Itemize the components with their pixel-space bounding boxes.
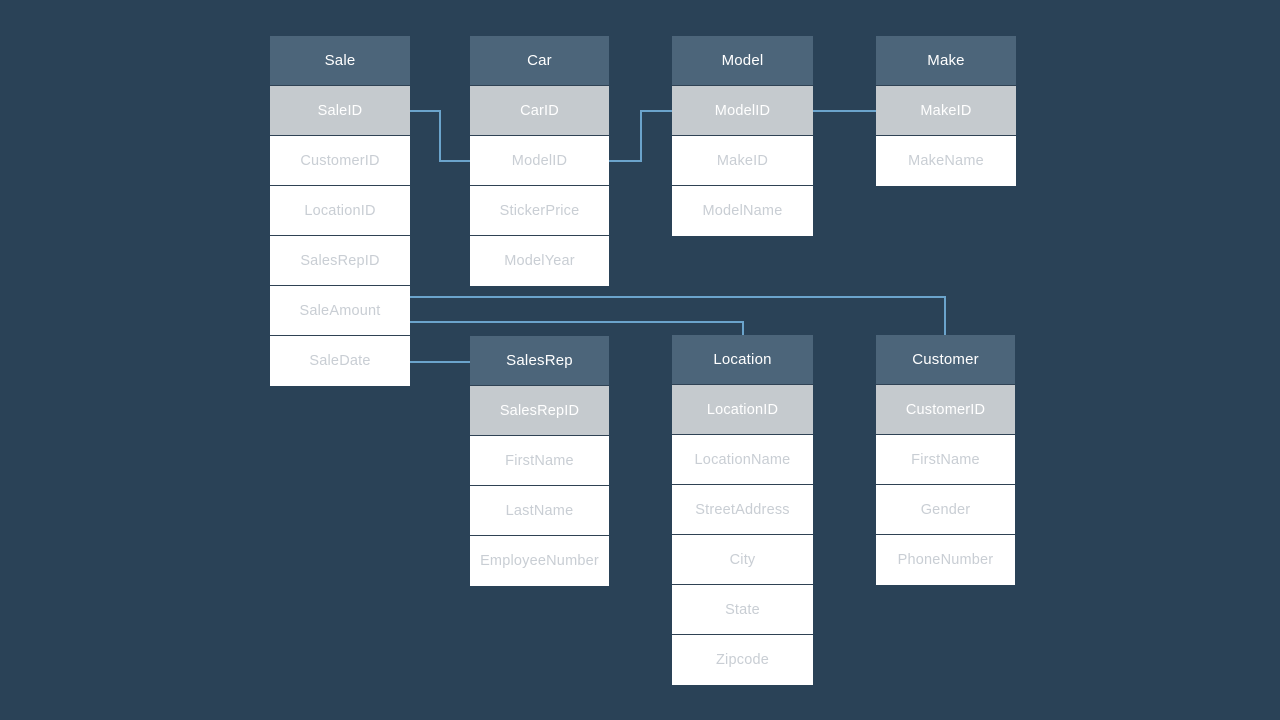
connector-sale-location <box>410 321 744 336</box>
entity-title-make: Make <box>876 36 1016 86</box>
field-sale-4[interactable]: SaleAmount <box>270 286 410 336</box>
field-customer-1[interactable]: FirstName <box>876 435 1015 485</box>
field-location-1[interactable]: LocationName <box>672 435 813 485</box>
entity-title-location: Location <box>672 335 813 385</box>
field-location-2[interactable]: StreetAddress <box>672 485 813 535</box>
field-salesrep-1[interactable]: FirstName <box>470 436 609 486</box>
connector-sale-car <box>410 110 470 162</box>
entity-title-model: Model <box>672 36 813 86</box>
field-location-3[interactable]: City <box>672 535 813 585</box>
field-car-3[interactable]: ModelYear <box>470 236 609 286</box>
entity-title-sale: Sale <box>270 36 410 86</box>
connector-car-model <box>609 110 672 162</box>
field-salesrep-3[interactable]: EmployeeNumber <box>470 536 609 586</box>
entity-title-car: Car <box>470 36 609 86</box>
field-sale-1[interactable]: CustomerID <box>270 136 410 186</box>
connector-sale-customer <box>410 296 946 336</box>
entity-title-salesrep: SalesRep <box>470 336 609 386</box>
field-location-4[interactable]: State <box>672 585 813 635</box>
primary-key-field-model-0[interactable]: ModelID <box>672 86 813 136</box>
primary-key-field-salesrep-0[interactable]: SalesRepID <box>470 386 609 436</box>
field-location-5[interactable]: Zipcode <box>672 635 813 685</box>
primary-key-field-customer-0[interactable]: CustomerID <box>876 385 1015 435</box>
primary-key-field-sale-0[interactable]: SaleID <box>270 86 410 136</box>
entity-title-customer: Customer <box>876 335 1015 385</box>
field-sale-3[interactable]: SalesRepID <box>270 236 410 286</box>
field-salesrep-2[interactable]: LastName <box>470 486 609 536</box>
field-car-1[interactable]: ModelID <box>470 136 609 186</box>
field-sale-2[interactable]: LocationID <box>270 186 410 236</box>
field-model-2[interactable]: ModelName <box>672 186 813 236</box>
field-make-1[interactable]: MakeName <box>876 136 1016 186</box>
primary-key-field-location-0[interactable]: LocationID <box>672 385 813 435</box>
field-customer-2[interactable]: Gender <box>876 485 1015 535</box>
field-car-2[interactable]: StickerPrice <box>470 186 609 236</box>
field-sale-5[interactable]: SaleDate <box>270 336 410 386</box>
primary-key-field-car-0[interactable]: CarID <box>470 86 609 136</box>
primary-key-field-make-0[interactable]: MakeID <box>876 86 1016 136</box>
field-model-1[interactable]: MakeID <box>672 136 813 186</box>
field-customer-3[interactable]: PhoneNumber <box>876 535 1015 585</box>
